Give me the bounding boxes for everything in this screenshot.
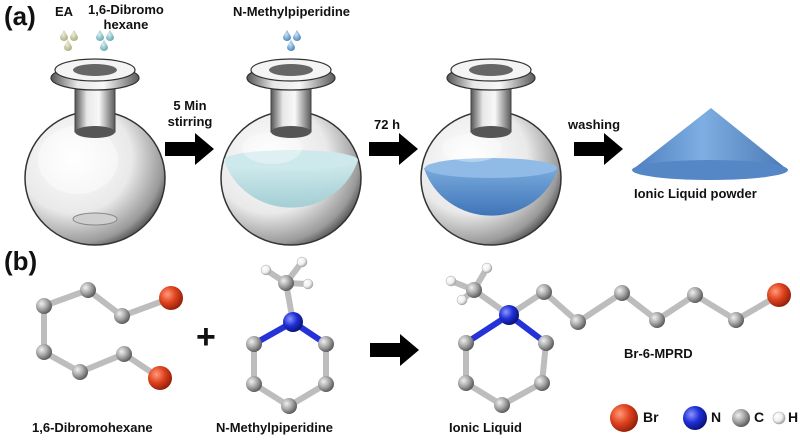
molecule-methylpiperidine	[246, 256, 334, 414]
flask-mixture	[220, 58, 362, 246]
reagent-dibromohexane-line1: 1,6-Dibromo	[88, 2, 164, 17]
step-1-line1: 5 Min	[173, 98, 207, 113]
arrow-step-2	[369, 133, 418, 165]
legend-br-label: Br	[643, 409, 659, 425]
flask-empty	[24, 58, 166, 246]
reagent-dibromohexane-label: 1,6-Dibromo hexane	[88, 2, 164, 32]
legend-c-label: C	[754, 409, 765, 425]
arrow-step-3	[574, 133, 623, 165]
legend-h-label: H	[788, 409, 799, 425]
product-ionic-liquid-label: Ionic Liquid	[449, 420, 522, 435]
atom-br	[148, 366, 172, 390]
plus-sign: +	[196, 318, 216, 356]
atom-legend	[610, 404, 786, 432]
product-name-label: Br-6-MPRD	[624, 346, 693, 361]
product-powder-label: Ionic Liquid powder	[634, 186, 757, 201]
legend-c-icon	[732, 409, 750, 427]
atom-br	[159, 286, 183, 310]
atom-br	[767, 283, 791, 307]
step-3-label: washing	[568, 117, 621, 132]
step-2-label: 72 h	[374, 117, 401, 132]
powder-cone	[632, 108, 788, 180]
reagent-dibromohexane-line2: hexane	[103, 17, 149, 32]
panel-b-label: (b)	[4, 246, 38, 276]
legend-n-label: N	[711, 409, 722, 425]
reagent-ea-label: EA	[55, 4, 74, 19]
drops-dibromohexane	[96, 30, 114, 51]
molecule-dibromohexane	[36, 282, 183, 390]
atom-n	[283, 312, 303, 332]
legend-n-icon	[683, 406, 707, 430]
drops-ea	[60, 30, 78, 51]
arrow-reaction	[370, 334, 419, 366]
molecule-ionic-liquid	[445, 262, 791, 413]
molecule-2-label: N-Methylpiperidine	[216, 420, 334, 435]
step-1-line2: stirring	[167, 114, 213, 129]
legend-br-icon	[610, 404, 638, 432]
flask-reacted	[420, 58, 562, 246]
legend-h-icon	[772, 411, 786, 425]
arrow-step-1	[165, 133, 214, 165]
atom-n	[499, 305, 519, 325]
reagent-methylpiperidine-label: N-Methylpiperidine	[233, 4, 351, 19]
drops-methylpiperidine	[283, 30, 301, 51]
step-1-label: 5 Min stirring	[161, 98, 219, 130]
molecule-1-label: 1,6-Dibromohexane	[32, 420, 153, 435]
panel-a-label: (a)	[4, 1, 36, 31]
